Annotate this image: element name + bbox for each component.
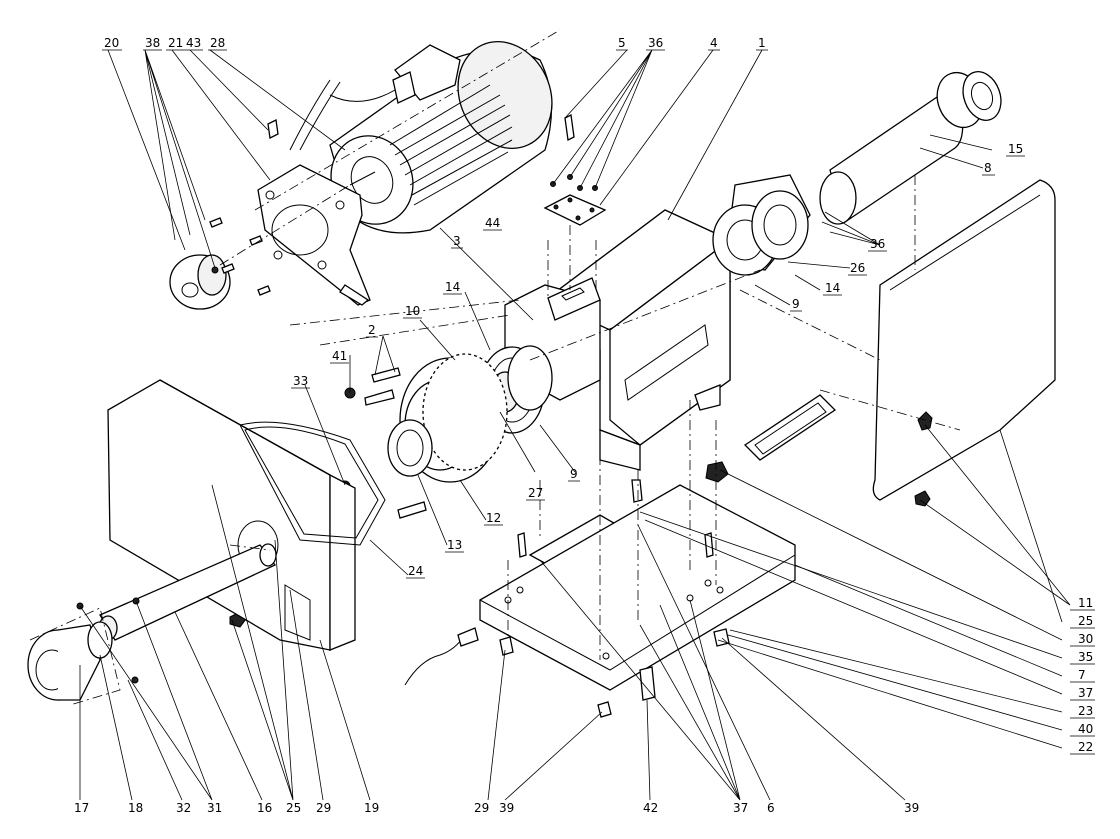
callout-6: 6	[767, 801, 775, 815]
callout-40: 40	[1078, 722, 1093, 736]
callout-26: 26	[850, 261, 865, 275]
callout-34: 33	[293, 374, 308, 388]
guard-slot-plate-icon	[743, 394, 837, 461]
callout-39-right: 39	[904, 801, 919, 815]
callout-27: 27	[528, 486, 543, 500]
callout-7: 7	[1078, 668, 1086, 682]
callout-8: 8	[984, 161, 992, 175]
headstock-housing-icon	[504, 209, 732, 471]
callout-33: 32	[176, 801, 191, 815]
callout-41: 41	[332, 349, 347, 363]
callout-14-left: 14	[445, 280, 460, 294]
callout-39-left: 39	[499, 801, 514, 815]
callout-3: 3	[453, 234, 461, 248]
callout-28: 28	[210, 36, 225, 50]
callout-18: 18	[128, 801, 143, 815]
callout-30: 30	[1078, 632, 1093, 646]
collet-nut-icon	[27, 597, 140, 701]
callout-38: 38	[145, 36, 160, 50]
callout-9-center: 9	[570, 467, 578, 481]
callout-5: 5	[618, 36, 626, 50]
callout-23: 23	[1078, 704, 1093, 718]
callout-labels: 20 38 21 43 28 5 36 4 1 15 8 36 26 14 9 …	[74, 36, 1093, 815]
side-cover-icon	[872, 179, 1056, 501]
callout-25-right: 25	[1078, 614, 1093, 628]
callout-32: 31	[207, 801, 222, 815]
callout-44: 44	[485, 216, 500, 230]
callout-35: 35	[1078, 650, 1093, 664]
callout-16: 16	[257, 801, 272, 815]
tail-tube-icon	[819, 71, 1002, 225]
sleeve-ring-icon	[712, 174, 811, 276]
motor-icon	[289, 40, 553, 234]
callout-36-right: 36	[870, 237, 885, 251]
callout-43: 43	[186, 36, 201, 50]
callout-13: 13	[447, 538, 462, 552]
callout-17: 17	[74, 801, 89, 815]
callout-31: 29	[316, 801, 331, 815]
lock-ring-icon	[387, 419, 433, 477]
callout-37-right: 37	[1078, 686, 1093, 700]
callout-36-top: 36	[648, 36, 663, 50]
callout-24: 24	[408, 564, 423, 578]
callout-21: 21	[168, 36, 183, 50]
callout-underlines	[102, 49, 1095, 755]
callout-9-right: 9	[792, 297, 800, 311]
callout-4: 4	[710, 36, 718, 50]
callout-1: 1	[758, 36, 766, 50]
motor-flange-plate-icon	[257, 164, 371, 306]
base-plate-icon	[479, 461, 796, 718]
callout-37-bottom: 37	[733, 801, 748, 815]
centerlines	[29, 29, 961, 706]
callout-22: 22	[1078, 740, 1093, 754]
callout-19: 19	[364, 801, 379, 815]
callout-2: 2	[368, 323, 376, 337]
callout-15: 15	[1008, 142, 1023, 156]
belt-icon	[239, 421, 386, 546]
callout-20: 20	[104, 36, 119, 50]
sensor-cable-icon	[404, 627, 479, 686]
callout-11: 11	[1078, 596, 1093, 610]
leader-lines	[79, 49, 1071, 801]
callout-29: 29	[474, 801, 489, 815]
callout-42: 42	[643, 801, 658, 815]
callout-25-bottom: 25	[286, 801, 301, 815]
pulley-icon	[169, 254, 231, 310]
screw-set-38-icon	[209, 119, 279, 296]
callout-12: 12	[486, 511, 501, 525]
callout-14-right: 14	[825, 281, 840, 295]
top-plate-icon	[543, 114, 607, 226]
callout-10: 10	[405, 304, 420, 318]
